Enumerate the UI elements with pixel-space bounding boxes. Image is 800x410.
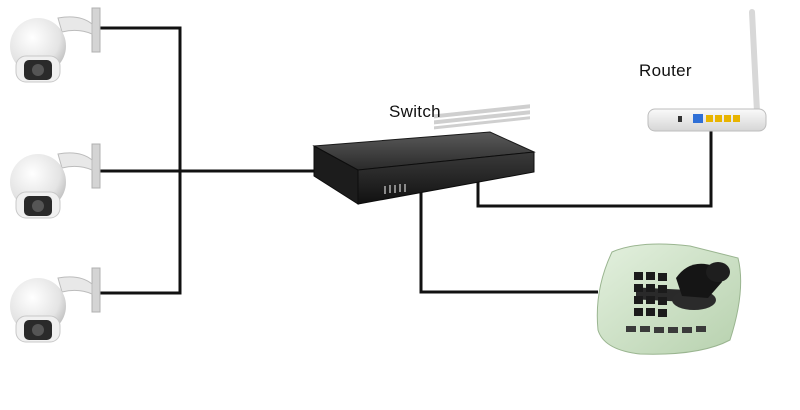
ptz-joystick-keyboard-icon — [596, 243, 742, 355]
network-switch-icon — [312, 104, 536, 205]
router-label: Router — [639, 61, 692, 80]
cable-camera-1 — [100, 26, 182, 295]
function-keys — [626, 326, 706, 333]
cables — [100, 26, 713, 295]
keypad — [634, 272, 667, 317]
switch-leds — [384, 184, 406, 194]
switch-label: Switch — [389, 102, 441, 121]
ptz-camera-icon — [10, 267, 101, 343]
switch-ports — [434, 104, 530, 130]
ptz-camera-icon — [10, 143, 101, 219]
cable-switch-router — [476, 128, 713, 208]
cable-switch-keyboard — [419, 190, 598, 294]
router-ports — [706, 115, 740, 122]
ptz-camera-icon — [10, 7, 101, 83]
wifi-router-icon — [647, 9, 767, 132]
